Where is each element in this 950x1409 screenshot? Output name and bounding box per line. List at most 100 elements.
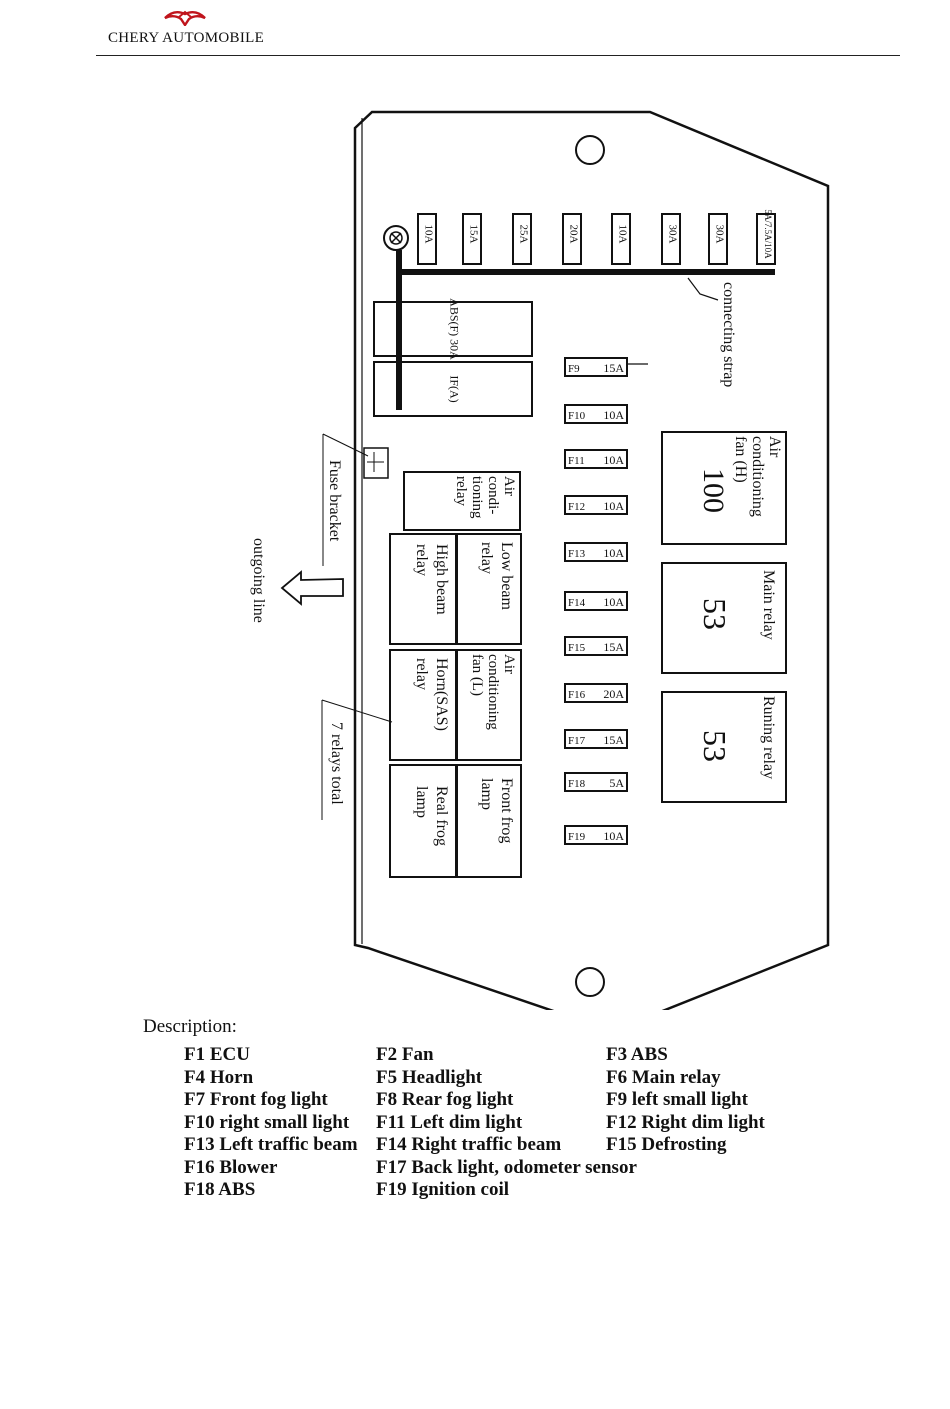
column-fuse: F15 15A (564, 636, 628, 656)
high-beam-line-1: High beam (433, 544, 450, 615)
top-fuse: 10A (417, 213, 437, 265)
column-fuse-id: F11 (568, 455, 585, 467)
top-fuse: 10A (611, 213, 631, 265)
outgoing-arrow-icon (280, 570, 344, 606)
ac-relay-line-1: Air (501, 476, 517, 496)
description-entry: F1 ECU (184, 1044, 250, 1065)
column-fuse: F18 5A (564, 772, 628, 792)
relay-running (661, 691, 787, 803)
description-entry: F4 Horn (184, 1066, 254, 1088)
front-fog-line-1: Front frog (498, 778, 515, 843)
column-fuse-id: F9 (568, 363, 580, 375)
low-beam-line-1: Low beam (498, 542, 515, 611)
brand-name: CHERY AUTOMOBILE (108, 30, 265, 46)
ac-fan-h-line-2: conditioning (749, 436, 766, 517)
relays-total-label: 7 relays total (328, 722, 345, 805)
column-fuse-id: F15 (568, 642, 586, 654)
description-entry: F8 Rear fog light (376, 1089, 514, 1110)
top-fuse: 25A (512, 213, 532, 265)
top-fuse: 30A (661, 213, 681, 265)
rear-fog-line-2: lamp (413, 786, 430, 818)
fuse-bracket (363, 447, 389, 479)
relay-ac-fan-low (456, 649, 522, 761)
horn-line-2: relay (413, 658, 430, 690)
description-entry: F10 right small light (184, 1111, 350, 1133)
column-fuse-id: F10 (568, 410, 586, 422)
top-fuse: 20A (562, 213, 582, 265)
relay-ac (403, 471, 521, 531)
ac-fan-l-line-2: conditioning (485, 654, 501, 730)
column-fuse: F16 20A (564, 683, 628, 703)
big-fuse-if-label: IF(A) (447, 375, 461, 402)
big-fuse-if (373, 361, 533, 417)
column-fuse-amp: 15A (603, 361, 624, 375)
running-relay-code: 53 (697, 730, 733, 762)
description-entry: F5 Headlight (376, 1066, 483, 1088)
top-fuse-amp: 30A (666, 225, 678, 244)
relay-low-beam (456, 533, 522, 645)
top-fuse-amp: 10A (422, 225, 434, 244)
column-fuse-amp: 10A (603, 408, 624, 422)
description-entry: F9 left small light (606, 1089, 748, 1110)
ac-fan-h-line-3: fan (H) (732, 436, 749, 483)
column-fuse: F10 10A (564, 404, 628, 424)
ac-fan-h-line-1: Air (766, 436, 783, 458)
relay-ac-fan-high (661, 431, 787, 545)
top-fuse: 30A (708, 213, 728, 265)
front-fog-line-2: lamp (478, 778, 495, 810)
description-entry: F16 Blower (184, 1156, 278, 1178)
description-entry: F2 Fan (376, 1044, 434, 1065)
top-fuse-amp: 20A (567, 225, 579, 244)
column-fuse-id: F16 (568, 689, 586, 701)
top-fuse: 15A (462, 213, 482, 265)
description-entry: F14 Right traffic beam (376, 1134, 562, 1155)
column-fuse-amp: 10A (603, 546, 624, 560)
connecting-strap-label: connecting strap (720, 282, 737, 387)
top-fuse-amp: 10A (616, 225, 628, 244)
column-fuse-id: F12 (568, 501, 585, 513)
top-fuse-amp: 30A (713, 225, 725, 244)
column-fuse-id: F13 (568, 548, 586, 560)
top-fuse-amp: 25A (517, 225, 529, 244)
ac-fan-l-line-1: Air (501, 654, 517, 674)
description-entry: F17 Back light, odometer sensor (376, 1156, 637, 1178)
header-divider (96, 55, 900, 56)
ac-relay-line-3: tioning (469, 476, 485, 519)
column-fuse-amp: 10A (603, 453, 624, 467)
big-fuse-abs (373, 301, 533, 357)
column-fuse-amp: 15A (603, 733, 624, 747)
description-entry: F6 Main relay (606, 1066, 721, 1088)
column-fuse: F19 10A (564, 825, 628, 845)
description-title: Description: (143, 1016, 237, 1037)
column-fuse-amp: 5A (609, 776, 624, 790)
column-fuse: F11 10A (564, 449, 628, 469)
column-fuse-id: F19 (568, 831, 586, 843)
ac-relay-line-2: condi- (485, 476, 501, 514)
description-entry: F13 Left traffic beam (184, 1134, 358, 1155)
description-entry: F7 Front fog light (184, 1089, 328, 1110)
column-fuse-amp: 10A (603, 829, 624, 843)
description-entry: F18 ABS (184, 1179, 256, 1200)
column-fuse-amp: 20A (603, 687, 624, 701)
connecting-strap-leader (687, 277, 719, 301)
column-fuse-id: F14 (568, 597, 586, 609)
column-fuse-amp: 10A (603, 595, 624, 609)
mounting-hole-top (575, 135, 605, 165)
bolt-terminal-icon (383, 225, 409, 251)
column-fuse-amp: 15A (603, 640, 624, 654)
column-fuse: F12 10A (564, 495, 628, 515)
top-fuse-amp: 5A/7.5A/10A (763, 209, 773, 259)
description-entry: F15 Defrosting (606, 1134, 727, 1155)
description-entry: F19 Ignition coil (376, 1179, 510, 1200)
outgoing-line-label: outgoing line (250, 538, 267, 623)
low-beam-line-2: relay (478, 542, 495, 574)
description-entry: F12 Right dim light (606, 1111, 765, 1133)
column-fuse-amp: 10A (603, 499, 624, 513)
column-fuse-id: F18 (568, 778, 586, 790)
fuse-bracket-label: Fuse bracket (326, 460, 343, 542)
description-entry: F3 ABS (606, 1044, 668, 1065)
relay-front-fog (456, 764, 522, 878)
column-fuse: F14 10A (564, 591, 628, 611)
